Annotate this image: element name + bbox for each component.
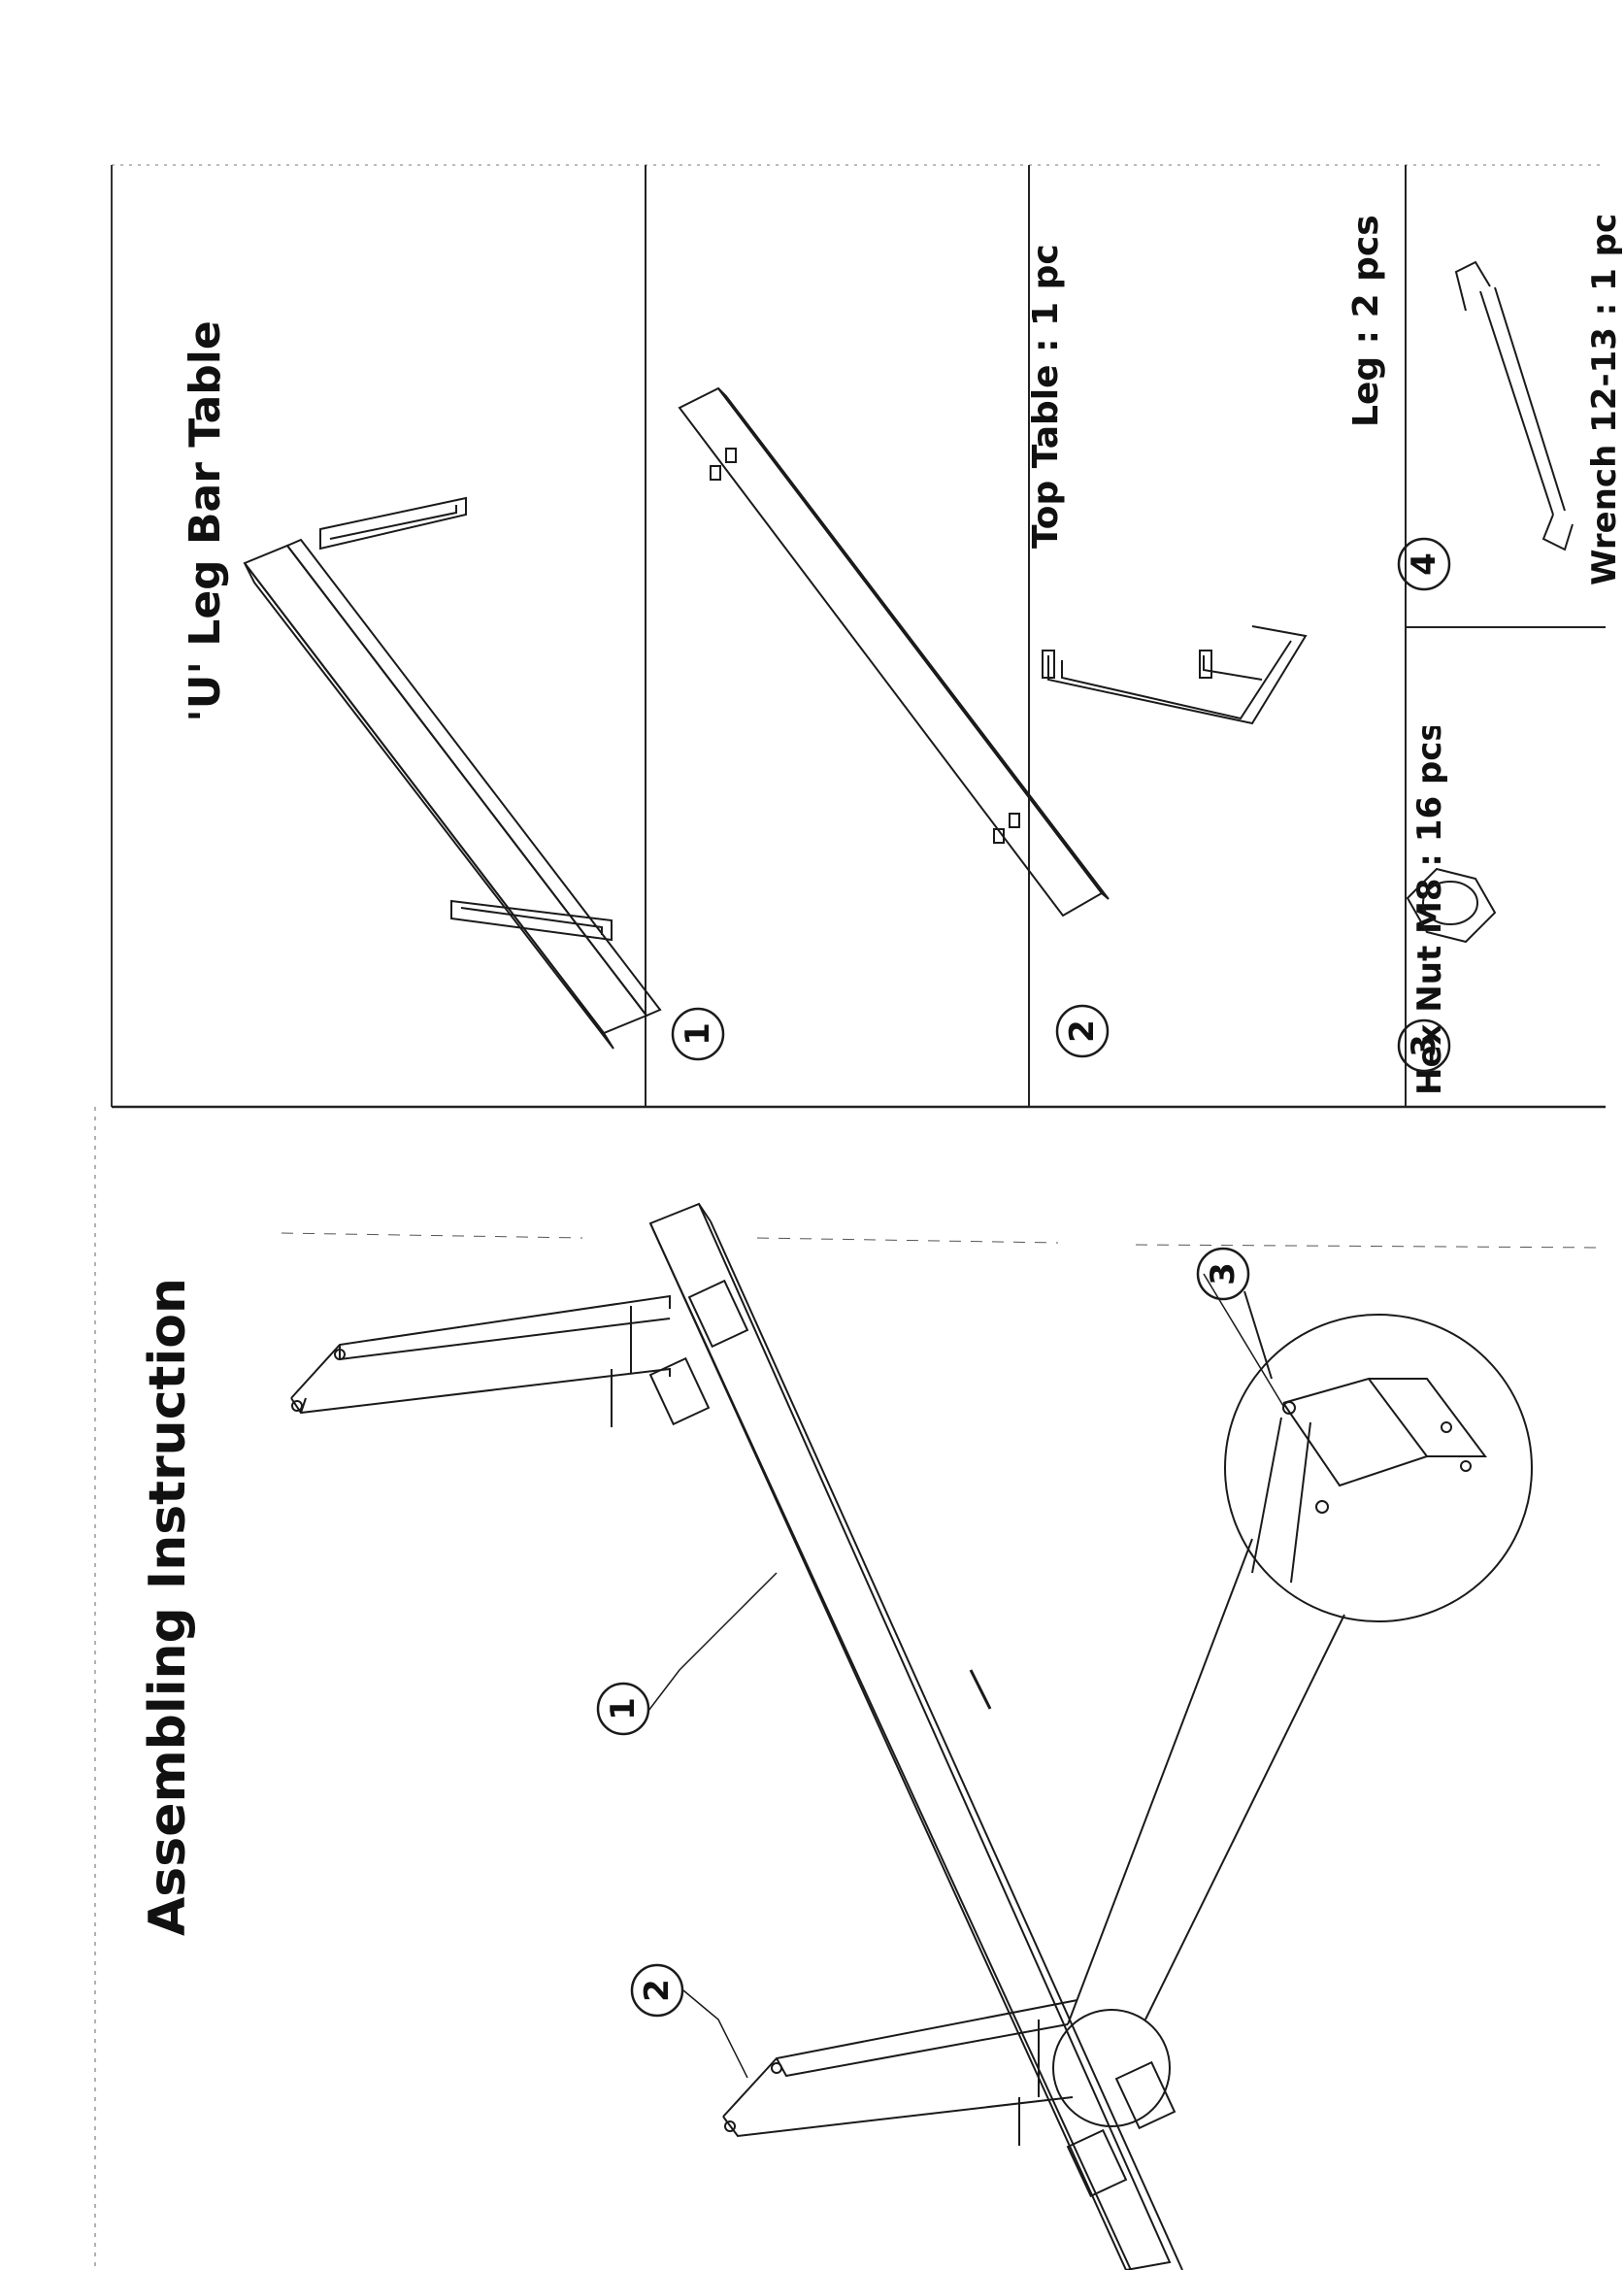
scan-dashed-lines [281,1232,1607,1249]
detail-magnifier [1052,1290,1533,2127]
mounting-plates [648,1279,1177,2198]
top-table-board-drawing [678,386,1110,918]
assembly-leg-lower [722,1999,1078,2146]
wrench-drawing [1454,260,1574,551]
hex-nut-drawing [1406,867,1497,944]
leg-drawing [1042,625,1308,725]
leader-lines [647,1273,1284,2079]
panel-frame [94,164,1606,2270]
assembly-leg-upper [290,1294,671,1427]
number-circles [596,537,1451,2018]
product-preview-sketch [243,496,662,1050]
